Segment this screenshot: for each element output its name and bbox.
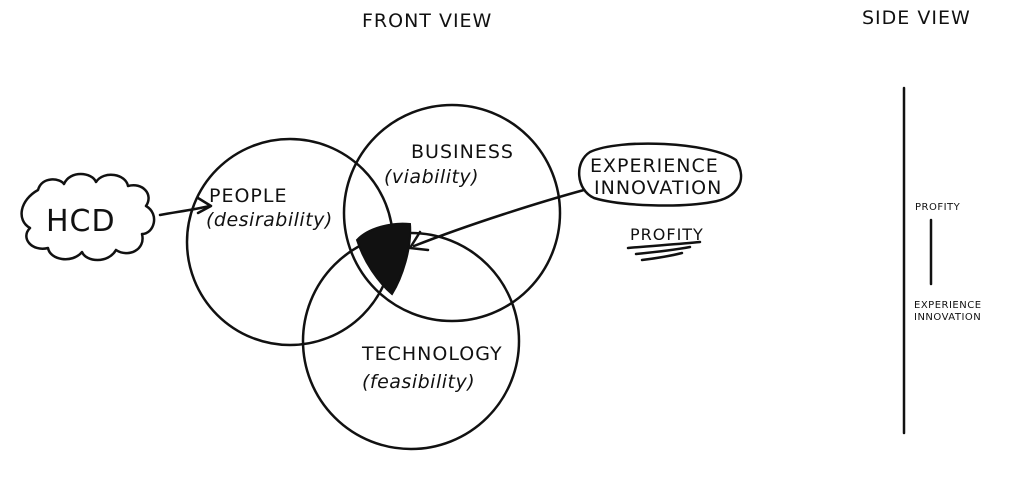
profity-underline-2 [634, 245, 692, 256]
side-view-profity: PROFITY [915, 202, 961, 213]
profity-label: PROFITY [630, 225, 704, 244]
business-circle [342, 103, 562, 323]
experience-label: EXPERIENCE [590, 155, 719, 177]
people-label: PEOPLE [209, 185, 287, 207]
hcd-cloud [20, 172, 156, 262]
side-view-title: SIDE VIEW [862, 7, 971, 29]
side-view-experience: EXPERIENCE [914, 300, 982, 311]
side-view-innovation: INNOVATION [914, 312, 981, 323]
callout-arrow-head [408, 230, 430, 252]
innovation-label: INNOVATION [594, 177, 722, 199]
technology-quality: (feasibility) [362, 371, 475, 393]
front-view-title: FRONT VIEW [362, 10, 492, 32]
hcd-arrow-head [196, 196, 213, 215]
profity-underline-3 [640, 251, 684, 262]
people-quality: (desirability) [206, 209, 333, 231]
hcd-to-people-arrow [158, 204, 212, 217]
profity-underline-1 [626, 240, 702, 250]
intersection-shading [355, 222, 412, 296]
business-label: BUSINESS [411, 141, 514, 163]
technology-label: TECHNOLOGY [361, 343, 503, 365]
callout-to-intersection-arrow [412, 188, 586, 248]
experience-innovation-callout [577, 142, 743, 207]
technology-circle [301, 231, 521, 451]
business-quality: (viability) [384, 166, 479, 188]
hcd-label: HCD [46, 204, 116, 239]
